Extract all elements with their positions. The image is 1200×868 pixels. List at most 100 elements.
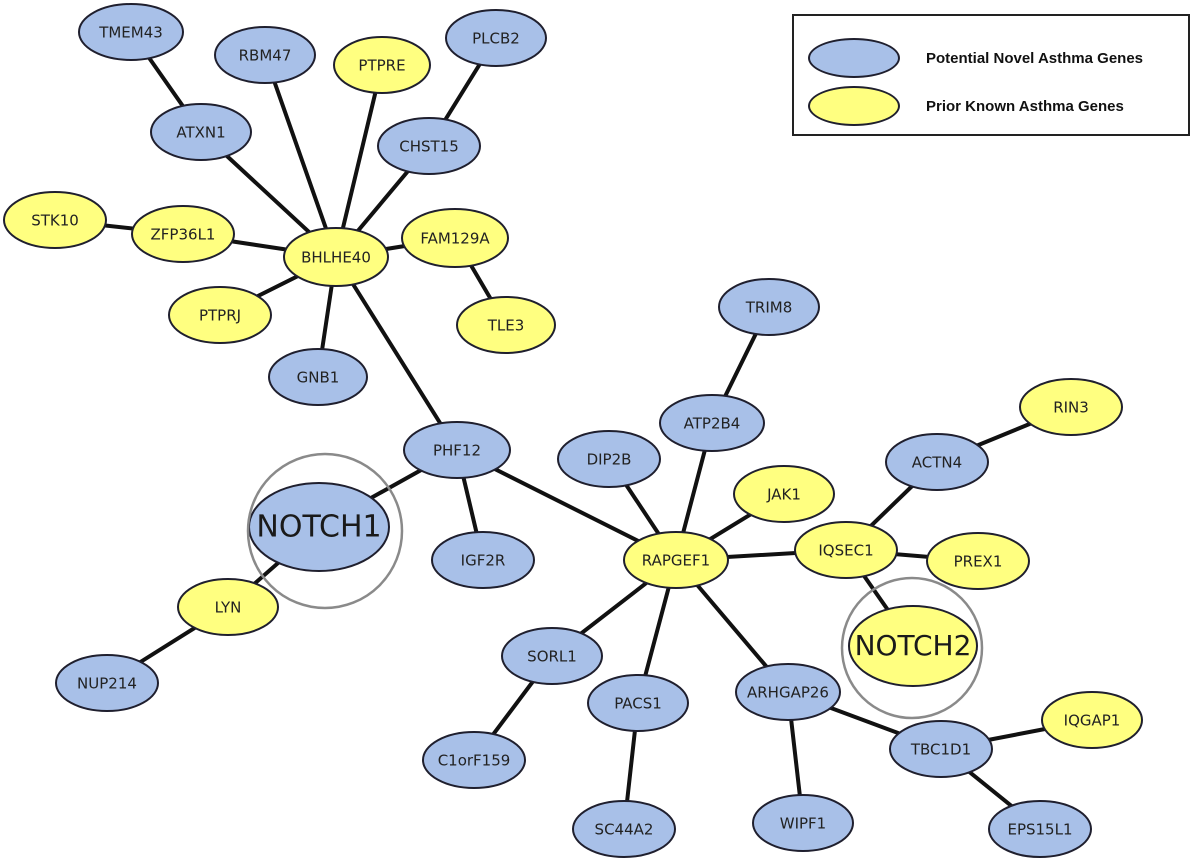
- node-shape-ptprj: [168, 286, 272, 344]
- node-shape-rbm47: [214, 26, 316, 84]
- node-shape-plcb2: [445, 9, 547, 67]
- node-shape-notch2: [848, 605, 978, 687]
- node-gnb1: GNB1: [268, 348, 368, 406]
- highlight-ring-notch1: [246, 452, 404, 610]
- node-label-sc44a2: SC44A2: [595, 821, 654, 839]
- node-label-sorl1: SORL1: [527, 648, 577, 666]
- legend-label-known: Prior Known Asthma Genes: [926, 97, 1124, 115]
- node-ptprj: PTPRJ: [168, 286, 272, 344]
- node-shape-phf12: [403, 421, 511, 479]
- legend-label-novel: Potential Novel Asthma Genes: [926, 49, 1144, 67]
- node-fam129a: FAM129A: [401, 208, 509, 268]
- node-tbc1d1: TBC1D1: [889, 720, 993, 778]
- node-shape-tle3: [456, 296, 556, 354]
- node-lyn: LYN: [177, 578, 279, 636]
- node-notch1: NOTCH1: [246, 452, 404, 610]
- legend-row-novel: Potential Novel Asthma Genes: [794, 38, 1143, 78]
- node-sorl1: SORL1: [501, 627, 603, 685]
- node-label-atp2b4: ATP2B4: [684, 415, 741, 433]
- node-shape-ptpre: [333, 36, 431, 94]
- legend-swatch-known: [808, 86, 900, 126]
- node-ptpre: PTPRE: [333, 36, 431, 94]
- node-shape-igf2r: [431, 531, 535, 589]
- legend: Potential Novel Asthma Genes Prior Known…: [792, 14, 1190, 136]
- edge-rbm47-bhlhe40: [263, 53, 338, 259]
- node-label-tbc1d1: TBC1D1: [910, 741, 971, 759]
- node-shape-c1orf159: [422, 731, 526, 789]
- node-label-zfp36l1: ZFP36L1: [151, 226, 216, 244]
- node-shape-atp2b4: [659, 394, 765, 452]
- node-stk10: STK10: [3, 191, 107, 249]
- node-igf2r: IGF2R: [431, 531, 535, 589]
- node-shape-rapgef1: [623, 531, 729, 589]
- node-shape-tbc1d1: [889, 720, 993, 778]
- node-notch2: NOTCH2: [840, 576, 984, 720]
- node-sc44a2: SC44A2: [572, 800, 676, 858]
- node-rapgef1: RAPGEF1: [623, 531, 729, 589]
- node-actn4: ACTN4: [885, 433, 989, 491]
- node-label-actn4: ACTN4: [912, 454, 962, 472]
- node-label-atxn1: ATXN1: [176, 124, 225, 142]
- legend-row-known: Prior Known Asthma Genes: [794, 86, 1124, 126]
- edge-ptpre-bhlhe40: [334, 63, 384, 259]
- node-tmem43: TMEM43: [78, 3, 184, 61]
- node-label-notch2: NOTCH2: [855, 629, 972, 662]
- highlight-ring-notch2: [840, 576, 984, 720]
- node-shape-actn4: [885, 433, 989, 491]
- node-label-eps15l1: EPS15L1: [1007, 821, 1072, 839]
- node-nup214: NUP214: [55, 654, 159, 712]
- node-shape-trim8: [718, 278, 820, 336]
- node-label-ptprj: PTPRJ: [199, 307, 241, 325]
- node-label-rbm47: RBM47: [239, 47, 292, 65]
- node-shape-dip2b: [557, 430, 661, 488]
- node-shape-iqsec1: [794, 521, 898, 579]
- node-shape-sorl1: [501, 627, 603, 685]
- node-shape-gnb1: [268, 348, 368, 406]
- node-label-lyn: LYN: [215, 599, 242, 617]
- node-iqgap1: IQGAP1: [1041, 691, 1143, 749]
- node-bhlhe40: BHLHE40: [283, 227, 389, 287]
- node-label-prex1: PREX1: [954, 553, 1003, 571]
- node-shape-pacs1: [587, 674, 689, 732]
- node-shape-sc44a2: [572, 800, 676, 858]
- node-label-phf12: PHF12: [433, 442, 481, 460]
- node-iqsec1: IQSEC1: [794, 521, 898, 579]
- node-label-igf2r: IGF2R: [461, 552, 506, 570]
- node-label-chst15: CHST15: [399, 138, 459, 156]
- node-shape-eps15l1: [988, 800, 1092, 858]
- node-trim8: TRIM8: [718, 278, 820, 336]
- legend-swatch-novel: [808, 38, 900, 78]
- node-shape-lyn: [177, 578, 279, 636]
- node-shape-prex1: [926, 532, 1030, 590]
- node-rbm47: RBM47: [214, 26, 316, 84]
- node-chst15: CHST15: [377, 117, 481, 175]
- node-label-c1orf159: C1orF159: [438, 752, 511, 770]
- edge-bhlhe40-phf12: [334, 255, 459, 452]
- node-label-rin3: RIN3: [1053, 399, 1089, 417]
- node-shape-atxn1: [150, 103, 252, 161]
- node-label-rapgef1: RAPGEF1: [642, 552, 710, 570]
- node-jak1: JAK1: [733, 465, 835, 523]
- node-shape-nup214: [55, 654, 159, 712]
- node-shape-fam129a: [401, 208, 509, 268]
- node-label-jak1: JAK1: [766, 486, 801, 504]
- node-tle3: TLE3: [456, 296, 556, 354]
- node-label-fam129a: FAM129A: [420, 230, 490, 248]
- node-shape-stk10: [3, 191, 107, 249]
- node-eps15l1: EPS15L1: [988, 800, 1092, 858]
- node-shape-wipf1: [752, 794, 854, 852]
- node-label-ptpre: PTPRE: [358, 57, 405, 75]
- node-layer: TMEM43RBM47PTPREPLCB2ATXN1CHST15STK10ZFP…: [3, 3, 1143, 858]
- node-dip2b: DIP2B: [557, 430, 661, 488]
- node-label-iqsec1: IQSEC1: [818, 542, 873, 560]
- node-zfp36l1: ZFP36L1: [131, 205, 235, 263]
- node-label-nup214: NUP214: [77, 675, 137, 693]
- node-shape-rin3: [1019, 378, 1123, 436]
- node-wipf1: WIPF1: [752, 794, 854, 852]
- node-label-dip2b: DIP2B: [587, 451, 632, 469]
- node-shape-zfp36l1: [131, 205, 235, 263]
- node-label-tle3: TLE3: [487, 317, 525, 335]
- node-rin3: RIN3: [1019, 378, 1123, 436]
- node-atxn1: ATXN1: [150, 103, 252, 161]
